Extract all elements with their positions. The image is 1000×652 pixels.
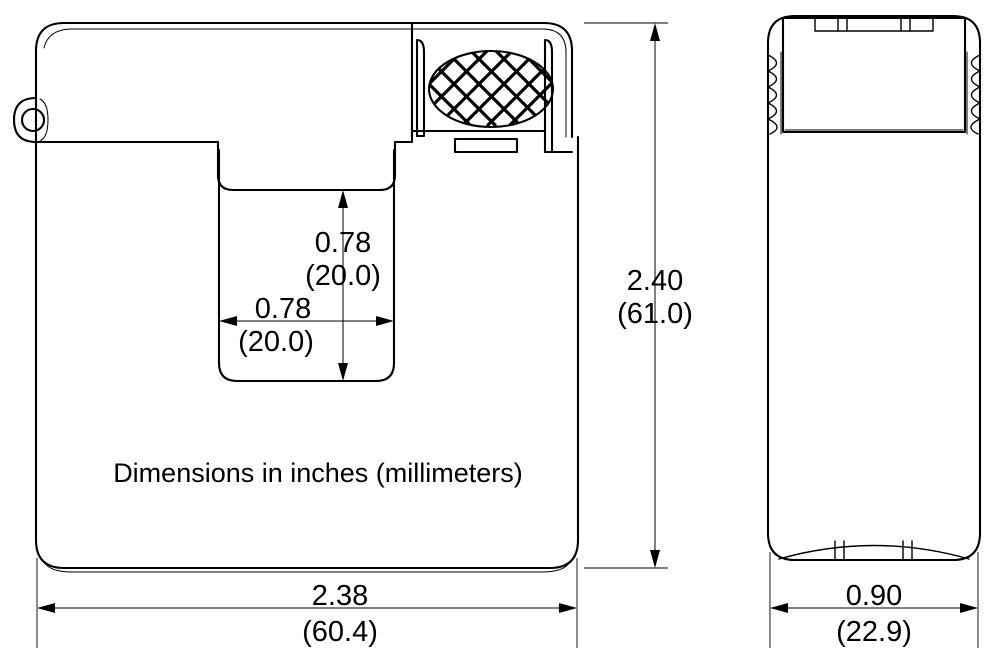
side-top-cap — [781, 16, 967, 134]
side-left-ribs — [767, 51, 782, 135]
side-top-strip — [814, 17, 934, 32]
dimension-overall-depth: 0.90 (22.9) — [769, 552, 979, 648]
side-bottom-base-curve — [778, 544, 970, 560]
side-right-ribs — [966, 51, 981, 135]
front-notch-right-wall — [374, 148, 396, 383]
overall-width-value-inch: 2.38 — [312, 580, 368, 612]
connector-bay-left-rib — [415, 38, 426, 138]
overall-width-value-mm: (60.4) — [302, 616, 378, 648]
side-body-outline — [766, 14, 982, 562]
dimension-overall-height: 2.40 (61.0) — [584, 22, 693, 569]
side-bottom-notch-right — [902, 540, 913, 560]
front-rectangular-slot — [453, 137, 519, 154]
front-notch-left-wall — [217, 148, 239, 383]
grille-mesh-pattern — [429, 51, 553, 127]
notch-width-value-mm: (20.0) — [238, 326, 314, 358]
front-connector-block-inner-line — [411, 28, 567, 138]
notch-width-value-inch: 0.78 — [255, 293, 311, 325]
front-body-outline — [34, 135, 580, 570]
front-view — [12, 21, 580, 573]
connector-bay-right-rib — [543, 38, 554, 154]
dimension-notch-width: 0.78 (20.0) — [219, 293, 394, 358]
side-view — [766, 14, 982, 562]
overall-depth-value-inch: 0.90 — [846, 580, 902, 612]
units-note: Dimensions in inches (millimeters) — [113, 458, 523, 488]
front-connector-block-outline — [410, 21, 574, 139]
notch-depth-value-inch: 0.78 — [315, 227, 371, 259]
overall-depth-value-mm: (22.9) — [836, 616, 912, 648]
side-top-notch-left — [837, 17, 848, 32]
front-bottom-parting-line — [43, 561, 571, 573]
overall-height-value-mm: (61.0) — [617, 298, 693, 330]
mounting-tab-lobe — [12, 96, 38, 144]
mounting-hole-icon — [20, 107, 46, 133]
connector-bay-floor — [393, 129, 547, 144]
side-bottom-notch-left — [834, 540, 845, 560]
notch-depth-value-mm: (20.0) — [305, 260, 381, 292]
ventilation-grille-icon — [427, 49, 555, 129]
front-center-notch — [216, 140, 397, 192]
side-top-notch-right — [900, 17, 911, 32]
overall-height-value-inch: 2.40 — [627, 265, 683, 297]
mounting-tab-inner-edge — [39, 98, 49, 142]
front-upper-shell-inner-line — [43, 28, 413, 49]
front-upper-shell-outline — [34, 21, 414, 139]
dimension-overall-width: 2.38 (60.4) — [36, 558, 578, 648]
dimension-notch-depth: 0.78 (20.0) — [305, 190, 381, 381]
